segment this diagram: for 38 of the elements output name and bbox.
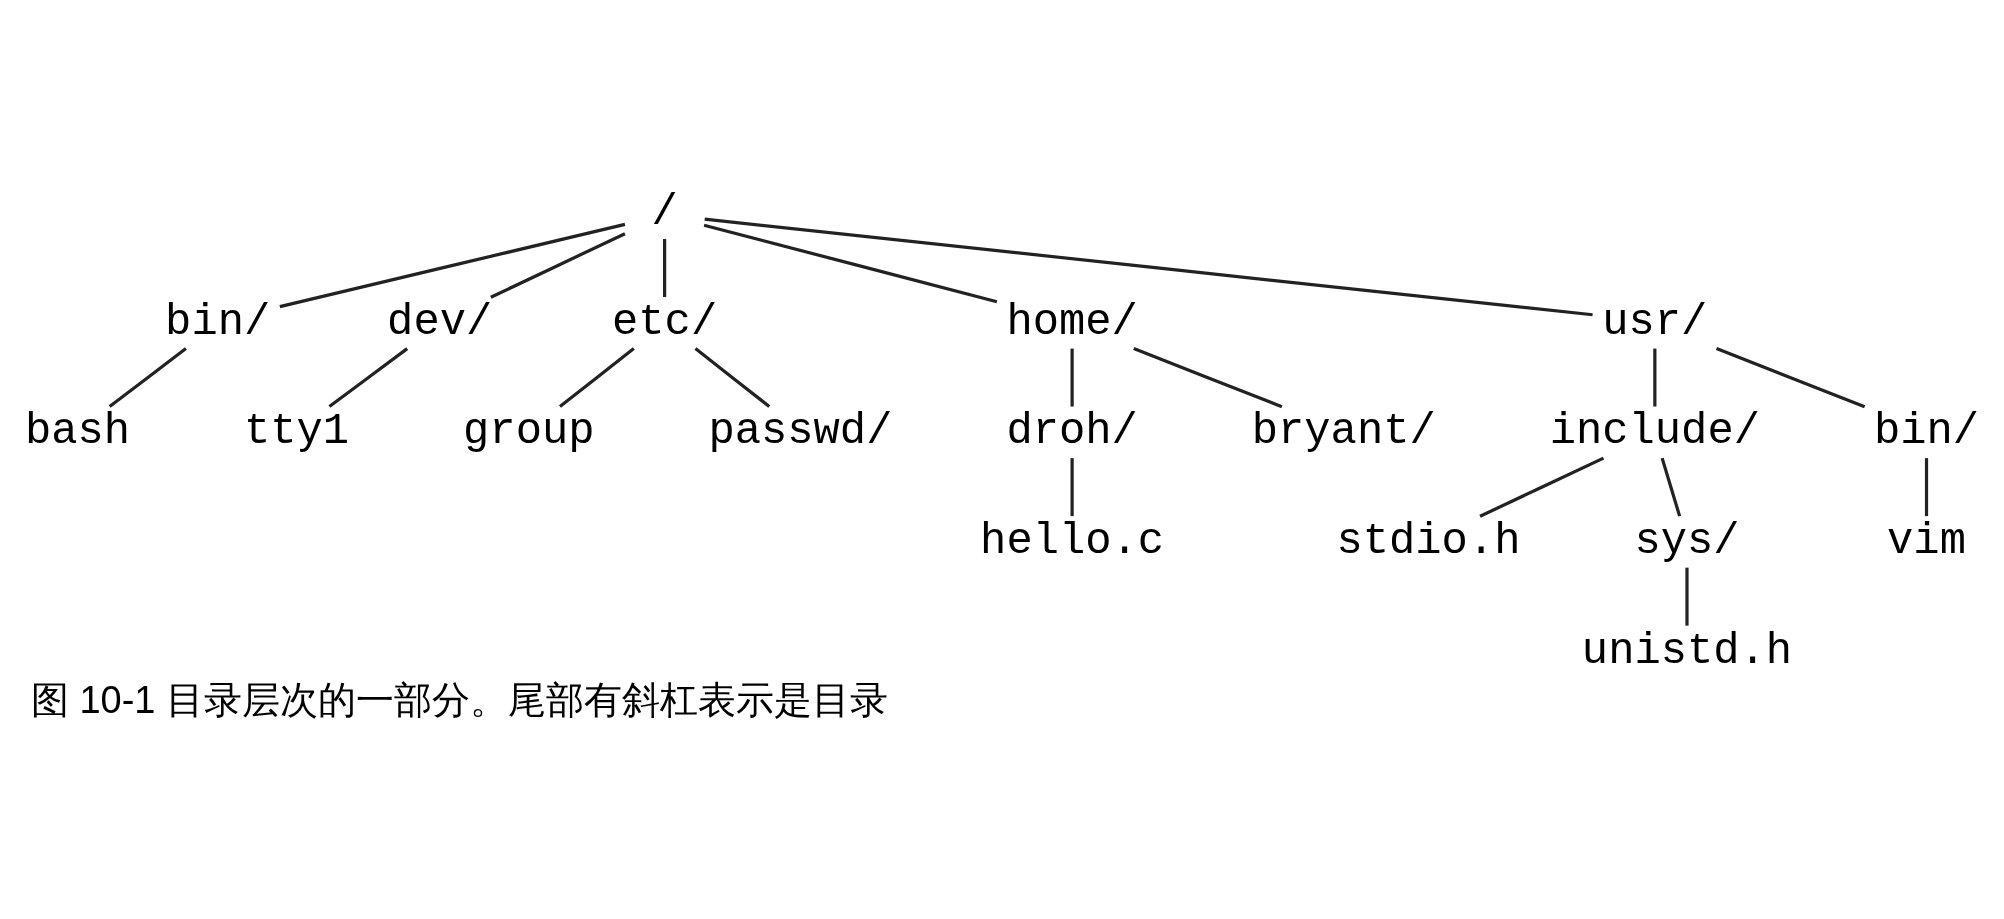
connector	[108, 347, 187, 408]
connector	[490, 232, 626, 299]
node-text: droh/	[1006, 407, 1138, 457]
node-text: usr/	[1602, 297, 1708, 347]
connector	[1070, 458, 1074, 517]
connector	[1924, 458, 1929, 517]
node-text: /	[651, 188, 678, 238]
node-text: bash	[24, 407, 131, 457]
node-text: include/	[1549, 407, 1760, 457]
node-text: bin/	[165, 297, 271, 347]
connector	[1715, 347, 1866, 409]
connector	[694, 347, 771, 408]
node-text: hello.c	[980, 516, 1165, 566]
node-text: group	[463, 407, 595, 457]
connector	[328, 347, 409, 408]
connector	[703, 223, 998, 304]
node-text: unistd.h	[1581, 626, 1793, 676]
node-text: vim	[1887, 516, 1966, 566]
connector	[279, 222, 626, 309]
node-text: dev/	[387, 297, 493, 347]
node-text: sys/	[1634, 516, 1740, 566]
node-text: bryant/	[1251, 407, 1436, 457]
connector	[1070, 348, 1074, 407]
connector	[1133, 347, 1283, 409]
node-text: home/	[1006, 297, 1138, 347]
connector	[1653, 348, 1657, 407]
node-text: stdio.h	[1336, 516, 1521, 566]
node-text: passwd/	[708, 407, 893, 457]
connector	[663, 239, 667, 297]
node-text: bin/	[1873, 407, 1980, 457]
connector	[1660, 457, 1682, 517]
connector	[558, 347, 635, 408]
node-text: tty1	[244, 407, 350, 457]
node-text: etc/	[612, 297, 718, 347]
caption: 图 10-1 目录层次的一部分。尾部有斜杠表示是目录	[30, 679, 888, 722]
connector	[1685, 567, 1689, 626]
connector	[1479, 456, 1605, 518]
connector	[704, 217, 1593, 317]
